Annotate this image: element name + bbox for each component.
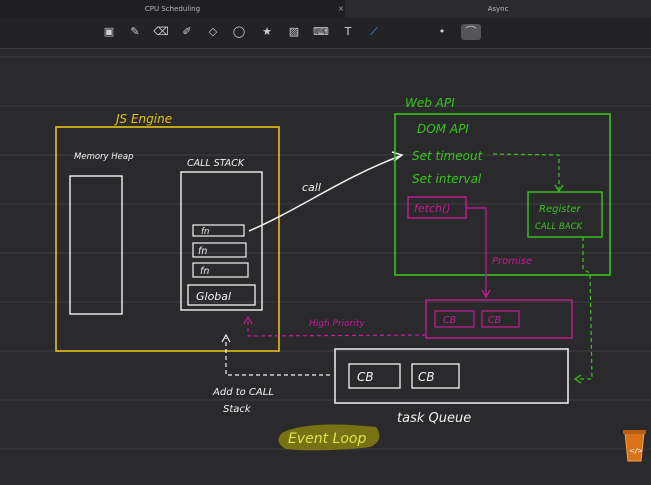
microtask-cb-2-box xyxy=(481,310,520,328)
register-arrowhead xyxy=(573,374,582,384)
high-priority-label: High Priority xyxy=(309,319,365,329)
pen-icon[interactable]: ✎ xyxy=(130,25,140,38)
call-stack-fn-2-label: fn xyxy=(198,246,207,257)
timeout-arrowhead xyxy=(554,184,564,193)
promise-arrow xyxy=(466,207,487,295)
cup-icon: </> xyxy=(623,430,646,462)
call-stack-frame-fn-1 xyxy=(192,224,245,237)
task-cb-1-label: CB xyxy=(357,370,374,384)
js-engine-box xyxy=(55,126,280,352)
note-canvas[interactable]: JS Engine Memory Heap CALL STACK fn fn f… xyxy=(0,49,651,481)
stroke-dot-icon[interactable]: • xyxy=(438,25,446,38)
text-box-icon[interactable]: T xyxy=(344,25,352,38)
set-interval-label: Set interval xyxy=(412,172,482,186)
stack-label: Stack xyxy=(223,404,252,415)
laser-pointer-icon[interactable]: ⟋ xyxy=(370,25,378,38)
photo-icon[interactable]: ▨ xyxy=(288,25,300,38)
web-api-label: Web API xyxy=(405,96,455,110)
ruled-lines xyxy=(0,56,651,450)
call-back-label: CALL BACK xyxy=(535,222,584,232)
register-callback-box xyxy=(527,191,603,238)
svg-text:</>: </> xyxy=(629,447,643,455)
close-tab-icon[interactable]: × xyxy=(337,4,345,13)
set-timeout-label: Set timeout xyxy=(412,149,484,163)
call-stack-fn-1-label: fn xyxy=(201,227,209,237)
call-label: call xyxy=(302,181,321,194)
promise-label: Promise xyxy=(492,256,532,267)
fetch-label: fetch() xyxy=(414,202,451,215)
title-bar: CPU Scheduling × Async xyxy=(0,0,651,19)
stroke-style-icon[interactable]: ⌒ xyxy=(461,24,481,40)
event-loop-dashed-line xyxy=(225,338,330,376)
event-loop-arrowhead xyxy=(221,333,231,343)
promise-arrowhead xyxy=(481,289,491,299)
shapes-icon[interactable]: ◇ xyxy=(208,25,218,38)
register-label: Register xyxy=(539,204,582,215)
high-priority-dashed-line xyxy=(247,320,427,337)
call-stack-frame-global xyxy=(187,284,256,306)
add-to-call-label: Add to CALL xyxy=(212,387,274,398)
register-dashed-line xyxy=(577,237,593,380)
high-priority-arrowhead xyxy=(243,315,253,325)
call-arrow xyxy=(248,155,401,232)
call-stack-fn-3-label: fn xyxy=(200,266,209,277)
keyboard-icon[interactable]: ⌨ xyxy=(313,25,329,38)
highlighter-icon[interactable]: ✐ xyxy=(182,25,192,38)
microtask-cb-2-label: CB xyxy=(488,315,501,326)
call-stack-box xyxy=(180,171,263,311)
task-cb-2-box xyxy=(411,363,460,389)
tab-async[interactable]: Async xyxy=(345,0,651,18)
diagram: JS Engine Memory Heap CALL STACK fn fn f… xyxy=(0,56,651,462)
lasso-icon[interactable]: ◯ xyxy=(232,25,246,38)
task-queue-label: task Queue xyxy=(397,411,471,426)
microtask-cb-1-box xyxy=(434,310,475,328)
memory-heap-label: Memory Heap xyxy=(74,152,134,162)
microtask-cb-1-label: CB xyxy=(443,315,456,326)
call-stack-global-label: Global xyxy=(196,290,231,303)
task-cb-1-box xyxy=(348,363,401,389)
call-stack-label: CALL STACK xyxy=(187,158,245,169)
task-queue-box xyxy=(334,348,569,404)
task-cb-2-label: CB xyxy=(418,370,435,384)
dom-api-label: DOM API xyxy=(417,122,469,136)
event-loop-label: Event Loop xyxy=(288,431,366,447)
eraser-icon[interactable]: ⌫ xyxy=(153,25,169,38)
timeout-dashed-arrow xyxy=(492,153,560,189)
call-stack-frame-fn-3 xyxy=(192,262,249,278)
call-stack-frame-fn-2 xyxy=(192,242,247,258)
web-api-box xyxy=(394,113,611,276)
memory-heap-box xyxy=(69,175,123,315)
drawing-toolbar: ▣ ✎ ⌫ ✐ ◇ ◯ ★ ▨ ⌨ T ⟋ • ⌒ xyxy=(0,18,651,49)
js-engine-label: JS Engine xyxy=(114,112,172,126)
tab-cpu-scheduling[interactable]: CPU Scheduling xyxy=(144,5,201,13)
sticker-icon[interactable]: ★ xyxy=(262,25,272,38)
image-insert-icon[interactable]: ▣ xyxy=(103,25,115,38)
event-loop-highlight xyxy=(278,424,380,451)
microtask-queue-box xyxy=(425,299,573,339)
